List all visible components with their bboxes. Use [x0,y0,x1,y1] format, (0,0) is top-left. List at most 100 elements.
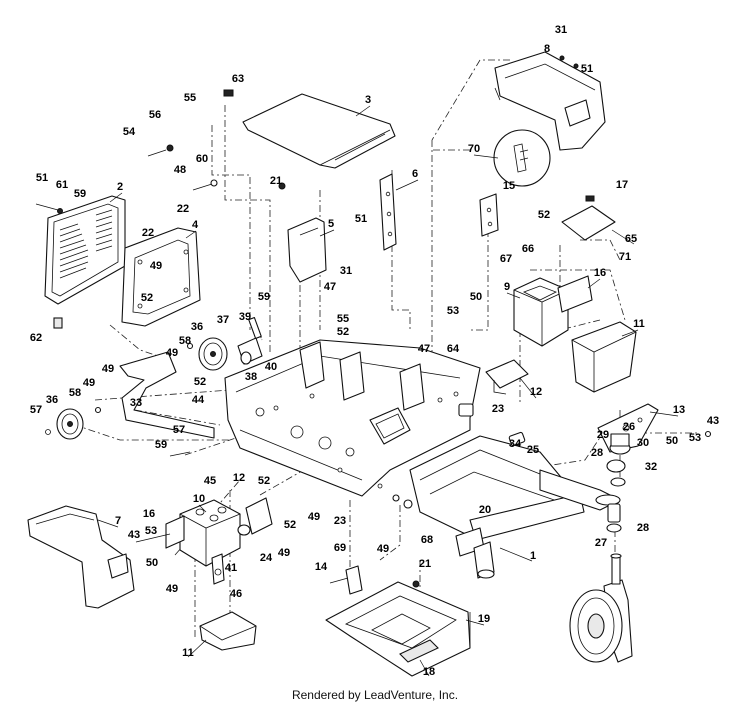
callout-31: 31 [340,265,352,277]
callout-49: 49 [166,347,178,359]
callout-11: 11 [633,318,645,330]
callout-57: 57 [30,404,42,416]
main-chassis-frame-part [224,339,621,579]
callout-47: 47 [418,343,430,355]
box-bracket-11-part [571,321,637,393]
callout-28: 28 [591,447,603,459]
callout-31: 31 [555,24,567,36]
callout-38: 38 [245,371,257,383]
callout-36: 36 [191,321,203,333]
callout-63: 63 [232,73,244,85]
callout-57: 57 [173,424,185,436]
callout-17: 17 [616,179,628,191]
callout-62: 62 [30,332,42,344]
bracket-12-lower-part [237,497,273,536]
callout-5: 5 [328,218,334,230]
hardware-fasteners [35,55,712,588]
callout-22: 22 [177,203,189,215]
callout-21: 21 [419,558,431,570]
curved-lever-33-part [119,351,215,439]
callout-49: 49 [102,363,114,375]
rear-grille-screen-part [44,195,126,329]
bracket-15-part [479,193,499,237]
right-fender-part [494,51,606,151]
callout-50: 50 [146,557,158,569]
callout-23: 23 [334,515,346,527]
callout-29: 29 [597,429,609,441]
callout-39: 39 [239,311,251,323]
callout-43: 43 [707,415,719,427]
callout-68: 68 [421,534,433,546]
callout-44: 44 [192,394,205,406]
callout-28: 28 [637,522,649,534]
callout-16: 16 [143,508,155,520]
callout-14: 14 [315,561,328,573]
callout-58: 58 [179,335,191,347]
callout-60: 60 [196,153,208,165]
callout-56: 56 [149,109,161,121]
bracket-69-part [345,565,363,595]
plate-16-top-part [557,275,593,313]
callout-8: 8 [544,43,550,55]
callout-36: 36 [46,394,58,406]
callout-53: 53 [689,432,701,444]
callout-25: 25 [527,444,539,456]
callout-66: 66 [522,243,534,255]
callout-23: 23 [492,403,504,415]
callout-11: 11 [182,647,194,659]
callout-leaders [97,105,679,677]
callout-52: 52 [141,292,153,304]
callout-71: 71 [619,251,631,263]
callout-12: 12 [530,386,542,398]
pulley-assembly-part [198,317,263,371]
callout-34: 34 [509,438,522,450]
control-box-9-part [513,277,569,347]
mount-bracket-5-part [287,217,327,283]
control-panel-10-part [165,499,241,585]
callout-16: 16 [594,267,606,279]
callout-49: 49 [308,511,320,523]
callout-52: 52 [194,376,206,388]
callout-64: 64 [447,343,460,355]
detail-magnifier-part [493,129,551,187]
callout-69: 69 [334,542,346,554]
callout-48: 48 [174,164,186,176]
plate-65-part [561,195,616,241]
callout-6: 6 [412,168,418,180]
callout-52: 52 [284,519,296,531]
callout-10: 10 [193,493,205,505]
callout-65: 65 [625,233,637,245]
callout-55: 55 [337,313,349,325]
callout-40: 40 [265,361,277,373]
callout-1: 1 [530,550,536,562]
callout-49: 49 [377,543,389,555]
callout-33: 33 [130,397,142,409]
callout-47: 47 [324,281,336,293]
callout-30: 30 [637,437,649,449]
callout-52: 52 [258,475,270,487]
callout-7: 7 [115,515,121,527]
callout-9: 9 [504,281,510,293]
callout-21: 21 [270,175,282,187]
callout-26: 26 [623,421,635,433]
bracket-12-upper-part [485,359,529,395]
footer-credit: Rendered by LeadVenture, Inc. [291,688,459,702]
callout-67: 67 [500,253,512,265]
callout-22: 22 [142,227,154,239]
callout-58: 58 [69,387,81,399]
callout-19: 19 [478,613,490,625]
callout-51: 51 [355,213,367,225]
callout-46: 46 [230,588,242,600]
callout-51: 51 [581,63,593,75]
floor-pan-part [325,581,471,677]
callout-59: 59 [155,439,167,451]
callout-49: 49 [83,377,95,389]
callout-15: 15 [503,180,515,192]
callout-18: 18 [423,666,435,678]
callout-32: 32 [645,461,657,473]
top-cover-part [223,89,396,169]
callout-59: 59 [258,291,270,303]
callout-50: 50 [470,291,482,303]
callout-51: 51 [36,172,48,184]
